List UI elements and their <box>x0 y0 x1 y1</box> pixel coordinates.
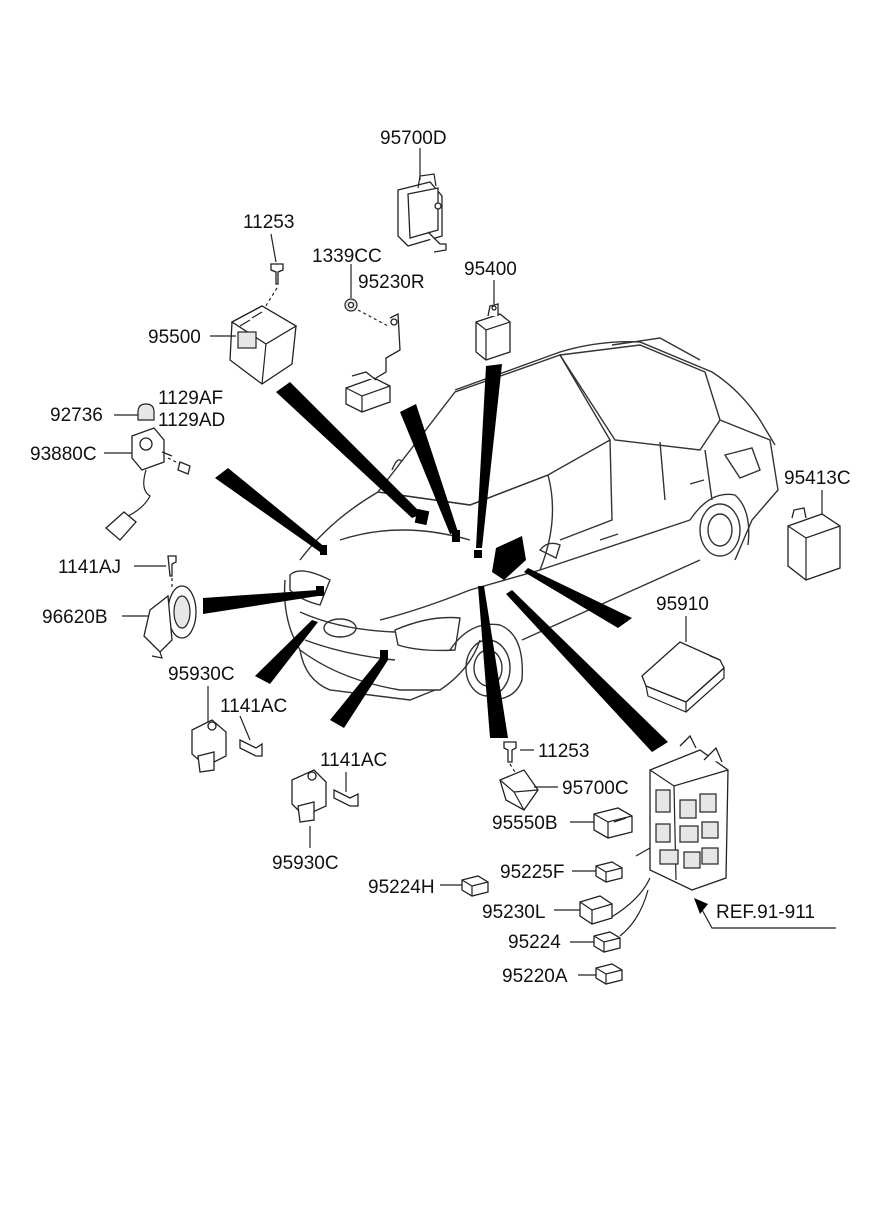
label-ref-91-911: REF.91-911 <box>716 902 815 923</box>
part-95910 <box>641 641 725 713</box>
part-95224-relay <box>593 931 621 953</box>
label-11253-top: 11253 <box>243 212 294 233</box>
part-95930C-lower <box>291 769 359 823</box>
label-95930C-low: 95930C <box>272 853 339 874</box>
label-95700C: 95700C <box>562 778 629 799</box>
label-1141AC-left: 1141AC <box>220 696 287 717</box>
part-95224H-relay <box>461 875 489 897</box>
part-95700C <box>499 741 539 811</box>
label-95910: 95910 <box>656 594 709 615</box>
label-96620B: 96620B <box>42 607 108 628</box>
part-95700D <box>397 173 447 253</box>
label-95500: 95500 <box>148 327 201 348</box>
label-92736: 92736 <box>50 405 103 426</box>
label-1339CC: 1339CC <box>312 246 382 267</box>
label-95230R: 95230R <box>358 272 425 293</box>
label-95550B: 95550B <box>492 813 558 834</box>
part-junction-box <box>609 734 729 937</box>
part-95220A-relay <box>595 963 623 985</box>
label-1129AF: 1129AF <box>158 388 223 409</box>
part-92736-cap <box>114 403 155 421</box>
label-95224: 95224 <box>508 932 561 953</box>
part-96620B-horn <box>143 555 197 659</box>
label-93880C: 93880C <box>30 444 97 465</box>
label-95413C: 95413C <box>784 468 851 489</box>
label-95220A: 95220A <box>502 966 568 987</box>
part-95413C <box>787 507 841 581</box>
part-1339CC-nut <box>344 298 389 327</box>
part-95550B-relay <box>593 807 633 839</box>
label-95230L: 95230L <box>482 902 545 923</box>
label-95400: 95400 <box>464 259 517 280</box>
label-1141AJ: 1141AJ <box>58 557 121 578</box>
label-95225F: 95225F <box>500 862 564 883</box>
part-95930C-left <box>191 719 263 773</box>
part-93880C-switch <box>105 427 191 541</box>
part-95500 <box>229 305 298 385</box>
part-95230L-relay <box>579 895 613 925</box>
pointer-wedges <box>203 364 668 752</box>
label-11253-low: 11253 <box>538 741 589 762</box>
label-1141AC-mid: 1141AC <box>320 750 387 771</box>
label-95700D: 95700D <box>380 128 447 149</box>
label-95930C-left: 95930C <box>168 664 235 685</box>
part-labels: 95700D 11253 1339CC 95230R 95400 95500 1… <box>30 128 851 987</box>
part-95225F-relay <box>595 861 623 883</box>
part-11253-bolt-top <box>261 263 284 313</box>
leader-lines <box>104 148 836 976</box>
part-95400 <box>475 303 511 361</box>
label-95224H: 95224H <box>368 877 435 898</box>
part-95230R-relay <box>345 312 401 413</box>
label-1129AD: 1129AD <box>158 410 225 431</box>
